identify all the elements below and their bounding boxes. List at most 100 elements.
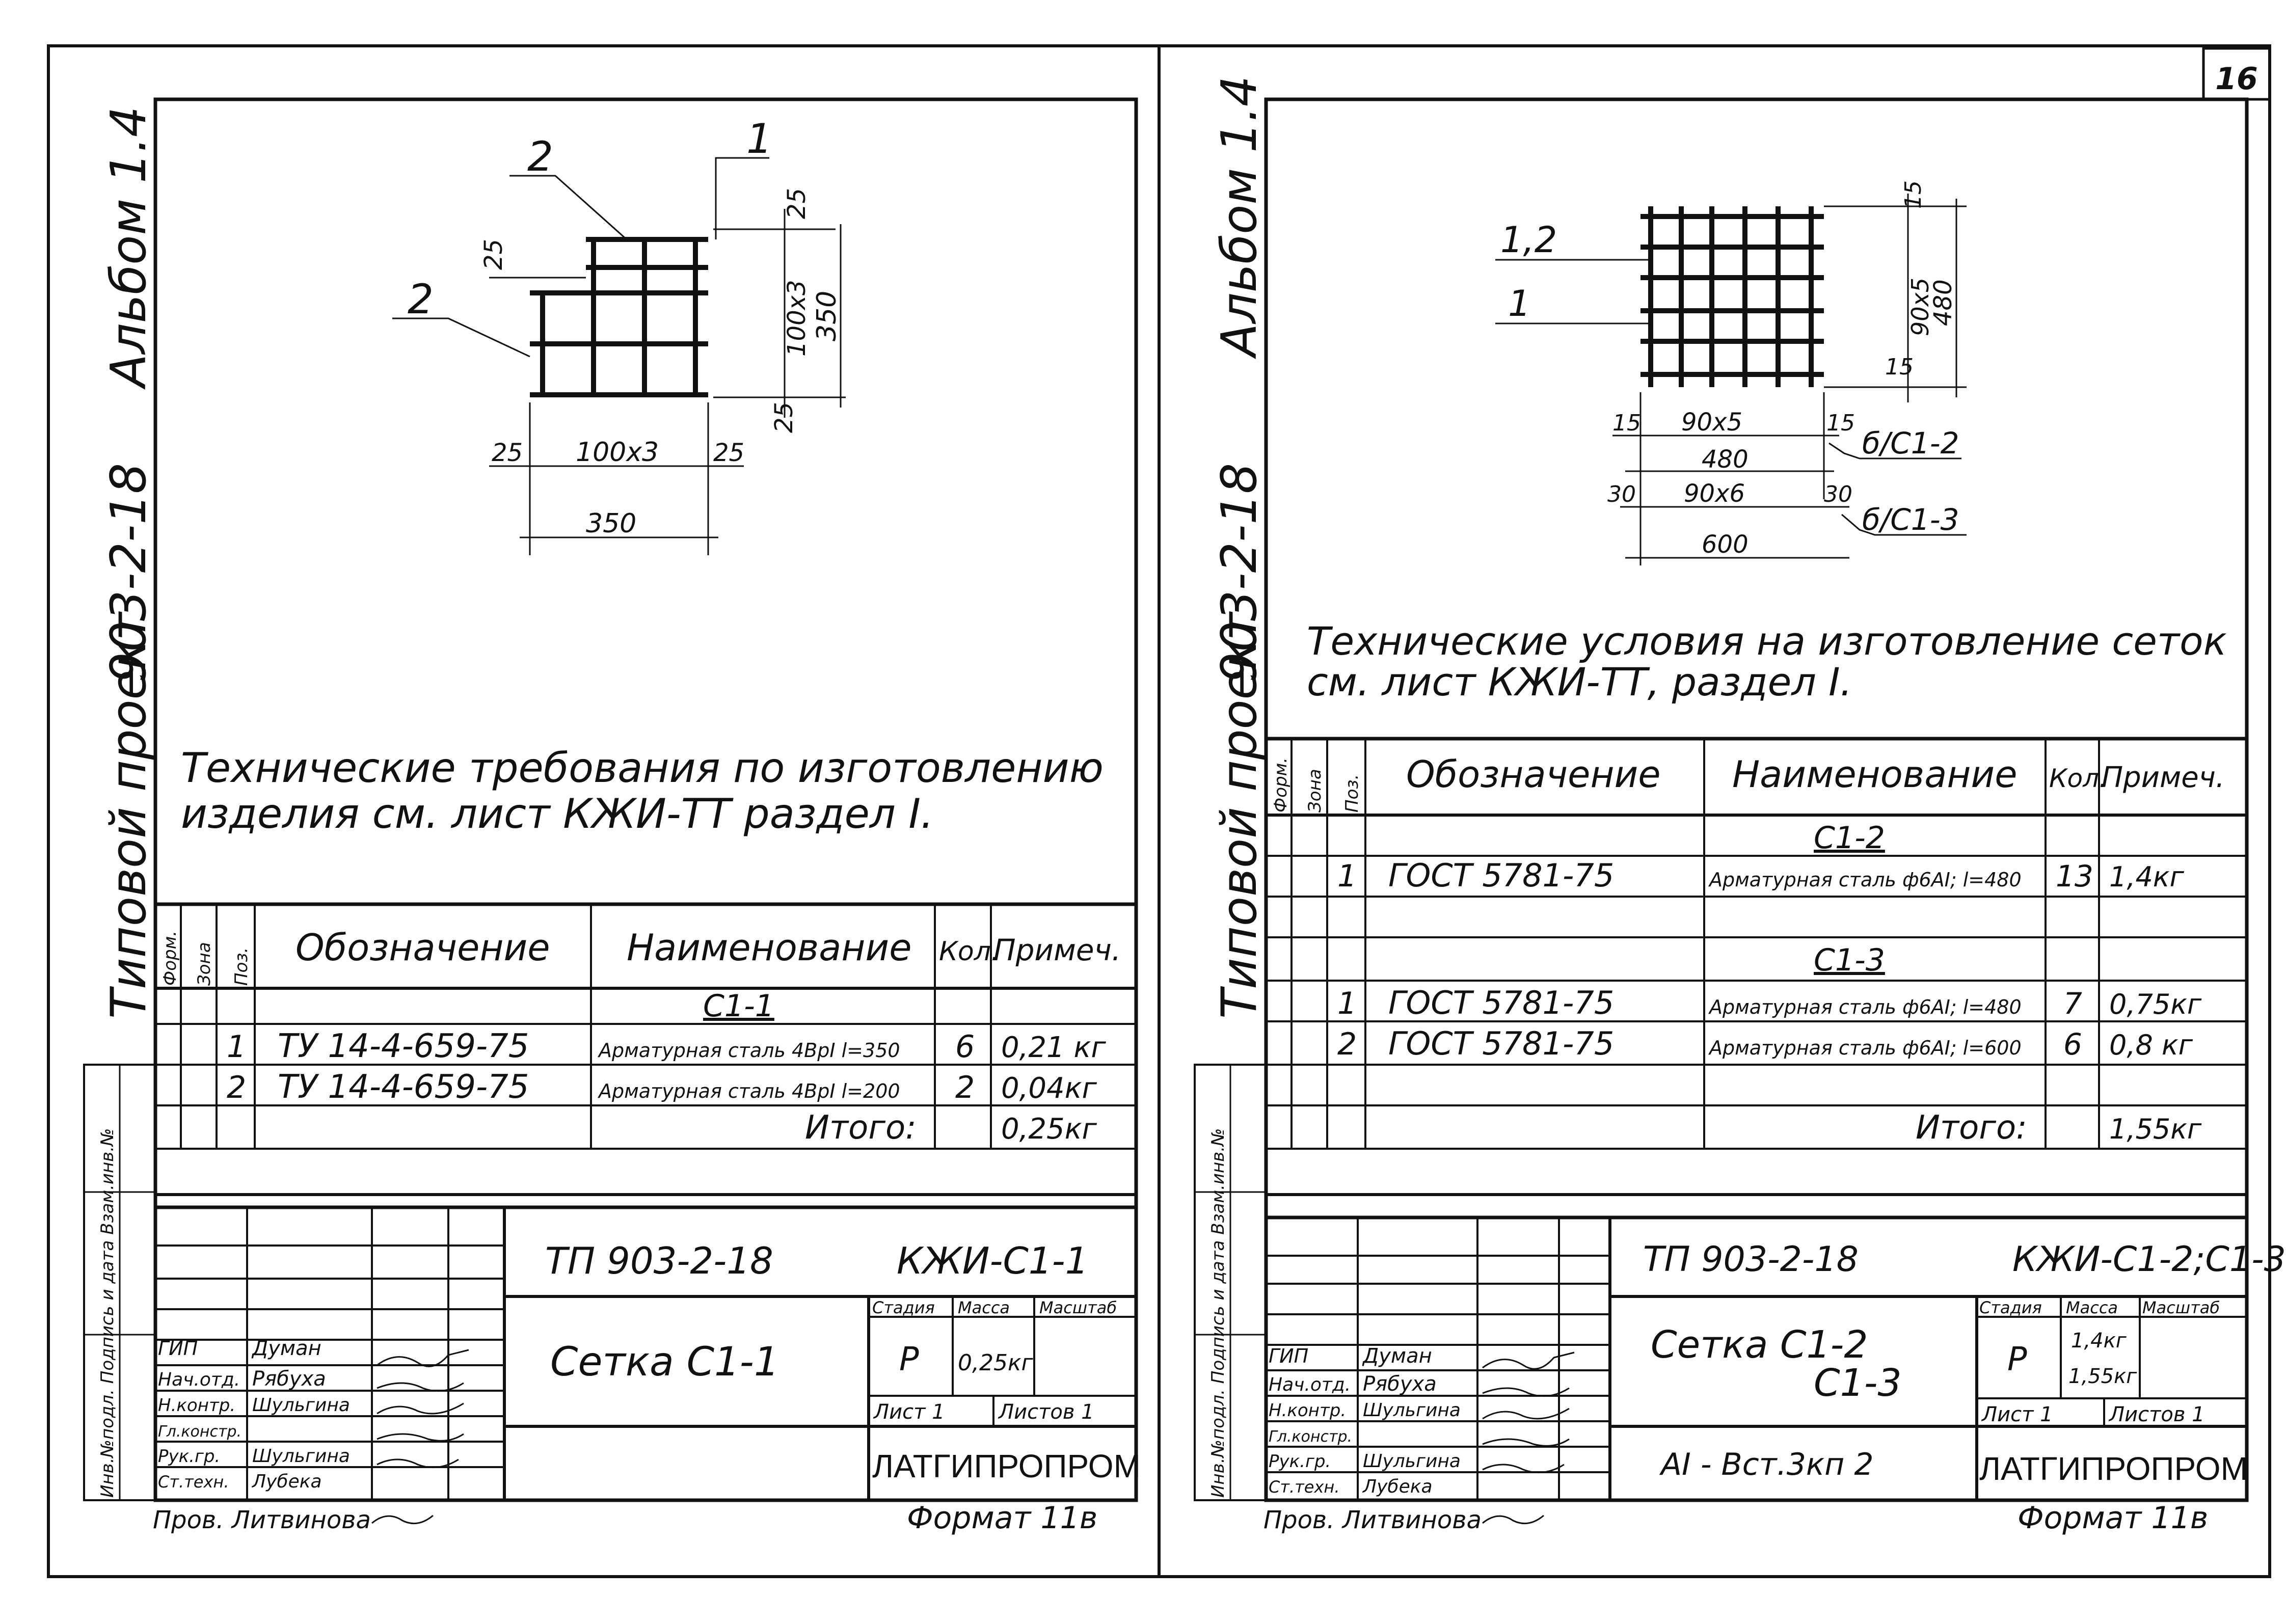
left-stamp-role-3: Н.контр.: [158, 1395, 235, 1416]
right-g1-row1-note: 1,4кг: [2109, 861, 2184, 893]
right-dim-600-h: 600: [1702, 530, 1749, 559]
left-stamp-role-6: Ст.техн.: [158, 1472, 229, 1492]
left-dim-25-rt: 25: [783, 188, 811, 219]
left-row2-qty: 2: [955, 1070, 975, 1105]
left-th-designation: Обозначение: [295, 926, 550, 969]
right-g2-row1-pos: 1: [1337, 986, 1357, 1021]
right-stamp-title1: Сетка С1-2: [1651, 1323, 1868, 1367]
left-mesh-dimensions: [392, 157, 846, 555]
left-title-block: [155, 1205, 1136, 1500]
right-stamp-mass1: 1,4кг: [2071, 1329, 2127, 1352]
left-total-label: Итого:: [805, 1109, 917, 1147]
right-side-project: 903-2-18: [1212, 463, 1268, 683]
left-row2-designation: ТУ 14-4-659-75: [278, 1068, 529, 1106]
left-dim-25-rb: 25: [770, 402, 798, 433]
right-spec-table: [1266, 737, 2247, 1196]
left-side-type: Типовой проект: [101, 611, 157, 1019]
right-th-pos: Поз.: [1342, 774, 1362, 813]
left-stamp-scale-h: Масштаб: [1039, 1298, 1117, 1317]
right-dim-90x5-h: 90x5: [1681, 408, 1742, 437]
right-th-name: Наименование: [1732, 753, 2018, 796]
right-dim-15-rt: 15: [1900, 180, 1926, 209]
left-row1-pos: 1: [227, 1029, 246, 1065]
right-stamp-role-6: Ст.техн.: [1269, 1477, 1340, 1497]
right-checker-signature: [1482, 1514, 1544, 1525]
right-g2-row2-designation: ГОСТ 5781-75: [1388, 1025, 1614, 1062]
right-th-note: Примеч.: [2102, 761, 2225, 794]
left-row2-note: 0,04кг: [1001, 1072, 1097, 1105]
right-g2-row2-qty: 6: [2063, 1027, 2082, 1062]
right-stamp-name-1: Думан: [1362, 1344, 1432, 1368]
right-stamp-checker: Пров. Литвинова: [1263, 1506, 1482, 1534]
left-stamp-mass-h: Масса: [958, 1298, 1010, 1317]
left-mesh-drawing: [530, 237, 708, 397]
right-stamp-role-1: ГИП: [1269, 1345, 1308, 1367]
right-stamp-sheet-code: КЖИ-C1-2;C1-3: [2012, 1239, 2286, 1280]
left-stamp-role-4: Гл.констр.: [158, 1423, 241, 1441]
right-stamp-stage-h: Стадия: [1979, 1298, 2042, 1317]
right-g2-row1-note: 0,75кг: [2109, 988, 2202, 1020]
left-stamp-sheets: Листов 1: [998, 1400, 1094, 1424]
left-callout-1: 1: [746, 115, 772, 163]
right-title-block: [1266, 1215, 2247, 1500]
left-dim-25-top: 25: [479, 239, 508, 270]
left-stamp-name-5: Шульгина: [252, 1446, 350, 1467]
right-callout-12: 1,2: [1500, 219, 1557, 261]
left-side-project: 903-2-18: [101, 463, 157, 683]
left-stamp-name-3: Шульгина: [252, 1395, 350, 1416]
left-tech-note-line2: изделия см. лист КЖИ-ТТ раздел I.: [181, 790, 933, 837]
right-mesh-drawing: [1640, 206, 1824, 387]
right-stamp-role-4: Гл.констр.: [1269, 1428, 1352, 1446]
right-stamp-role-5: Рук.гр.: [1269, 1451, 1331, 1472]
right-g2-row1-qty: 7: [2063, 986, 2082, 1021]
right-th-designation: Обозначение: [1406, 753, 1661, 796]
left-group-title: C1-1: [703, 988, 774, 1024]
left-callout-2a: 2: [527, 133, 553, 180]
right-stamp-name-2: Рябуха: [1363, 1372, 1437, 1396]
right-g1-row1-pos: 1: [1337, 858, 1357, 894]
left-th-zone: Зона: [194, 942, 214, 986]
left-row1-designation: ТУ 14-4-659-75: [278, 1027, 529, 1065]
right-stamp-name-6: Лубека: [1362, 1476, 1433, 1497]
right-sheet-frame: [1158, 44, 2271, 1578]
right-tech-note-line1: Технические условия на изготовление сето…: [1307, 618, 2227, 664]
left-stamp-checker: Пров. Литвинова: [153, 1506, 371, 1534]
right-g1-row1-designation: ГОСТ 5781-75: [1388, 857, 1614, 894]
right-stamp-name-3: Шульгина: [1363, 1400, 1461, 1421]
right-stamp-scale-h: Масштаб: [2142, 1298, 2220, 1317]
right-dim-30-r: 30: [1824, 481, 1852, 507]
right-callout-1: 1: [1508, 283, 1531, 324]
right-dim-90x6-h: 90x6: [1684, 479, 1745, 508]
left-inv-text: Инв.№подл. Подпись и дата Взам.инв.№: [97, 1128, 118, 1498]
left-side-album: Альбом 1.4: [101, 106, 157, 390]
right-dim-90x5-v: 90x5: [1906, 278, 1934, 336]
left-dim-100x3-v: 100x3: [783, 280, 811, 357]
left-stamp-sheet: Лист 1: [873, 1400, 945, 1424]
right-stamp-role-2: Нач.отд.: [1269, 1374, 1351, 1395]
right-inv-strip: Инв.№подл. Подпись и дата Взам.инв.№: [1194, 1064, 1267, 1501]
left-stamp-role-5: Рук.гр.: [158, 1446, 220, 1467]
right-g2-row1-name: Арматурная сталь ф6АI; l=480: [1708, 996, 2022, 1018]
right-dim-30-l: 30: [1607, 481, 1636, 507]
left-stamp-org: ЛАТГИПРОПРОМ: [872, 1448, 1141, 1484]
left-stamp-code: ТП 903-2-18: [545, 1239, 773, 1282]
left-th-qty: Кол.: [939, 936, 1000, 967]
right-g2-row2-note: 0,8 кг: [2109, 1029, 2193, 1061]
left-stamp-name-1: Думан: [251, 1337, 321, 1360]
left-stamp-role-1: ГИП: [158, 1337, 198, 1360]
right-stamp-code: ТП 903-2-18: [1643, 1239, 1859, 1280]
right-side-album: Альбом 1.4: [1212, 76, 1268, 360]
right-g2-row2-name: Арматурная сталь ф6АI; l=600: [1708, 1037, 2022, 1059]
left-dim-350-h: 350: [586, 508, 636, 539]
right-inv-text: Инв.№подл. Подпись и дата Взам.инв.№: [1208, 1128, 1228, 1498]
left-th-form: Форм.: [160, 931, 180, 986]
right-th-form: Форм.: [1271, 757, 1291, 813]
right-tech-note-line2: см. лист КЖИ-ТТ, раздел I.: [1307, 659, 1852, 705]
left-spec-table: [155, 902, 1136, 1196]
left-stamp-sheet-code: КЖИ-C1-1: [897, 1239, 1088, 1282]
left-row1-note: 0,21 кг: [1001, 1031, 1106, 1064]
left-dim-100x3-h: 100x3: [576, 437, 659, 468]
left-total-value: 0,25кг: [1001, 1113, 1097, 1146]
left-th-name: Наименование: [627, 926, 912, 969]
right-th-zone: Зона: [1305, 769, 1325, 813]
